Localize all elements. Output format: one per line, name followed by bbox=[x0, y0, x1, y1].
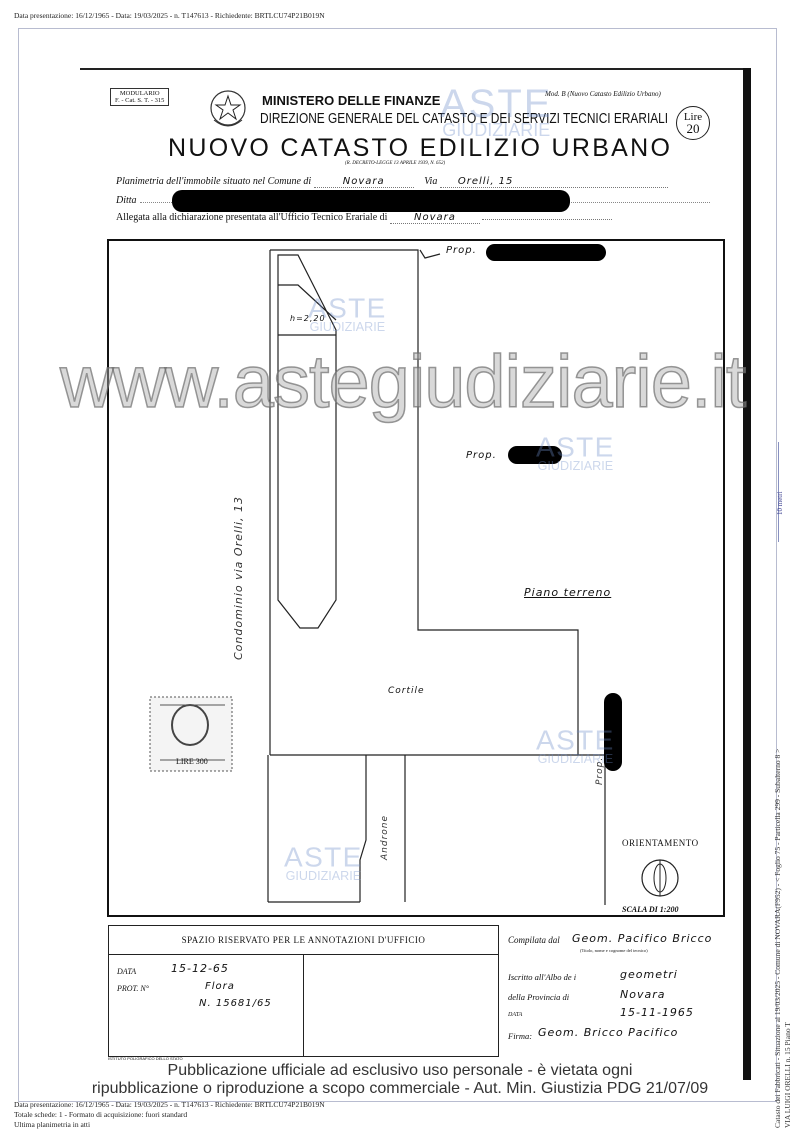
piano-label: Piano terreno bbox=[524, 586, 612, 599]
stamp-duty-badge: Lire 20 bbox=[676, 106, 710, 140]
modulario-code: F. - Cat. S. T. - 315 bbox=[115, 97, 165, 105]
cortile-label: Cortile bbox=[388, 686, 425, 696]
annotations-box: SPAZIO RISERVATO PER LE ANNOTAZIONI D'UF… bbox=[108, 925, 499, 1057]
annotation-date-label: DATA bbox=[117, 967, 137, 976]
annotations-divider bbox=[303, 955, 304, 1056]
firma-label: Firma: bbox=[508, 1031, 533, 1041]
annotation-date-value: 15-12-65 bbox=[171, 962, 229, 975]
stamp-value: 20 bbox=[686, 121, 700, 136]
prop-top-label: Prop. bbox=[446, 245, 477, 256]
condominio-label: Condominio via Orelli, 13 bbox=[232, 495, 245, 660]
mod-b-label: Mod. B (Nuovo Catasto Edilizio Urbano) bbox=[545, 90, 661, 98]
redacted-prop-top bbox=[486, 244, 606, 261]
usage-notice-1: Pubblicazione ufficiale ad esclusivo uso… bbox=[167, 1062, 633, 1079]
document-title: NUOVO CATASTO EDILIZIO URBANO bbox=[168, 134, 673, 162]
ditta-label: Ditta bbox=[116, 195, 137, 206]
plan-border bbox=[107, 239, 725, 917]
prop-right-label: Prop. bbox=[466, 450, 497, 461]
bottom-metadata-1: Data presentazione: 16/12/1965 - Data: 1… bbox=[14, 1100, 325, 1109]
androne-label: Androne bbox=[380, 814, 390, 860]
redacted-prop-bottom bbox=[604, 693, 622, 771]
provincia-value: Novara bbox=[620, 988, 666, 1001]
page-frame bbox=[18, 28, 777, 1102]
revenue-stamp-icon bbox=[149, 696, 233, 772]
scale-label: SCALA DI 1:200 bbox=[622, 905, 679, 914]
firma-value: Geom. Bricco Pacifico bbox=[538, 1026, 679, 1039]
modulario-box: MODULARIO F. - Cat. S. T. - 315 bbox=[110, 88, 170, 107]
scale-bar bbox=[778, 442, 779, 542]
direction-title: DIREZIONE GENERALE DEL CATASTO E DEI SER… bbox=[260, 111, 669, 127]
scale-bar-label: 10 metri bbox=[776, 491, 784, 515]
revenue-stamp-value: LIRE 300 bbox=[176, 757, 208, 766]
bottom-metadata-2: Totale schede: 1 - Formato di acquisizio… bbox=[14, 1110, 188, 1119]
via-value: Orelli, 15 bbox=[439, 176, 668, 188]
via-label: Via bbox=[424, 176, 438, 187]
compilata-hint: (Titolo, nome e cognome del tecnico) bbox=[580, 948, 648, 953]
building-outline bbox=[267, 249, 606, 905]
decree-reference: (R. DECRETO-LEGGE 13 APRILE 1939, N. 652… bbox=[345, 161, 446, 166]
orientation-compass-icon bbox=[641, 859, 679, 897]
allegata-label: Allegata alla dichiarazione presentata a… bbox=[116, 212, 388, 223]
planimetria-label: Planimetria dell'immobile situato nel Co… bbox=[116, 176, 312, 187]
sheet-top-border bbox=[80, 68, 748, 70]
annotation-prot-label: PROT. N° bbox=[117, 984, 149, 993]
provincia-label: della Provincia di bbox=[508, 992, 570, 1002]
printer-label: ISTITUTO POLIGRAFICO DELLO STATO bbox=[108, 1056, 183, 1061]
redacted-owner bbox=[172, 190, 570, 212]
iscritto-label: Iscritto all'Albo de i bbox=[508, 972, 577, 982]
modulario-label: MODULARIO bbox=[119, 90, 160, 97]
allegata-row: Allegata alla dichiarazione presentata a… bbox=[116, 212, 613, 224]
comune-value: Novara bbox=[313, 176, 414, 188]
top-metadata: Data presentazione: 16/12/1965 - Data: 1… bbox=[14, 11, 325, 20]
usage-notice-2: ripubblicazione o riproduzione a scopo c… bbox=[91, 1080, 709, 1097]
annotation-prot-value-1: Flora bbox=[205, 981, 235, 992]
height-note: h=2,20 bbox=[290, 314, 326, 323]
side-metadata-1: Catasto dei Fabbricati - Situazione al 1… bbox=[773, 748, 782, 1128]
compilata-value: Geom. Pacifico Bricco bbox=[572, 932, 713, 945]
bottom-metadata-3: Ultima planimetria in atti bbox=[14, 1120, 91, 1129]
annotation-prot-value-2: N. 15681/65 bbox=[199, 998, 272, 1009]
redacted-prop-right bbox=[508, 446, 562, 464]
stamp-lire: Lire bbox=[683, 111, 703, 123]
emblem-icon bbox=[210, 90, 246, 127]
compiler-date-value: 15-11-1965 bbox=[620, 1006, 694, 1019]
ufficio-value: Novara bbox=[389, 212, 480, 224]
sheet-right-border bbox=[743, 68, 751, 1080]
watermark-site: www.astegiudiziarie.it bbox=[59, 340, 747, 423]
compiler-date-label: DATA bbox=[508, 1012, 523, 1018]
orientation-label: ORIENTAMENTO bbox=[622, 838, 699, 848]
ministry-title: MINISTERO DELLE FINANZE bbox=[262, 93, 441, 108]
planimetria-row: Planimetria dell'immobile situato nel Co… bbox=[116, 176, 668, 188]
compilata-label: Compilata dal bbox=[508, 935, 560, 945]
side-metadata-2: VIA LUIGI ORELLI n. 15 Piano T bbox=[783, 1022, 792, 1128]
annotations-title: SPAZIO RISERVATO PER LE ANNOTAZIONI D'UF… bbox=[109, 926, 498, 955]
iscritto-value: geometri bbox=[620, 968, 678, 981]
